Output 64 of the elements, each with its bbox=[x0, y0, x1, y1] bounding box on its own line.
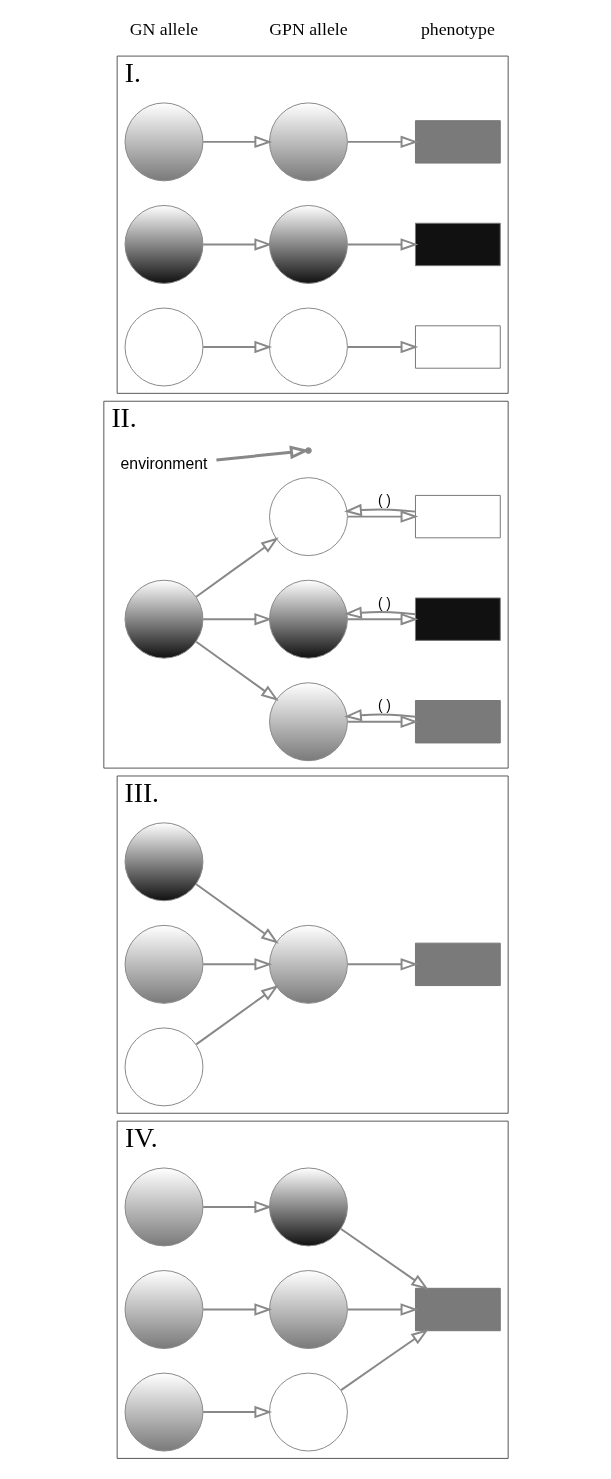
arrow bbox=[339, 1227, 429, 1290]
node-box bbox=[414, 494, 501, 539]
arrow bbox=[343, 503, 416, 517]
arrow bbox=[346, 135, 418, 149]
node-circle bbox=[124, 1372, 203, 1452]
arrow bbox=[201, 1200, 272, 1214]
node-circle bbox=[268, 579, 348, 659]
arrow bbox=[201, 135, 272, 149]
arrow bbox=[339, 1329, 429, 1392]
node-box bbox=[414, 1287, 501, 1332]
node-circle bbox=[124, 307, 203, 387]
arrow bbox=[201, 1405, 272, 1419]
edge-label: ( ) bbox=[377, 492, 391, 508]
arrow bbox=[201, 340, 272, 354]
node-circle bbox=[124, 1270, 203, 1349]
arrow bbox=[194, 985, 279, 1046]
node-circle bbox=[268, 682, 348, 762]
arrow bbox=[346, 958, 418, 971]
arrow bbox=[201, 612, 272, 626]
node-circle bbox=[268, 205, 348, 284]
node-circle bbox=[124, 579, 203, 659]
cluster: III. bbox=[116, 775, 509, 1114]
arrow bbox=[343, 606, 416, 619]
arrow bbox=[346, 715, 418, 728]
arrow bbox=[201, 958, 272, 971]
node-box bbox=[414, 120, 501, 164]
arrow bbox=[343, 708, 416, 722]
label: GPN allele bbox=[268, 18, 348, 39]
edge-label: ( ) bbox=[377, 595, 391, 611]
label: phenotype bbox=[420, 18, 495, 39]
node-box bbox=[414, 942, 501, 987]
label: GN allele bbox=[129, 18, 198, 39]
cluster: I. bbox=[116, 55, 509, 394]
cluster: IV. bbox=[116, 1120, 509, 1459]
arrow bbox=[194, 537, 279, 598]
node-circle bbox=[268, 477, 348, 557]
arrow bbox=[346, 612, 418, 626]
node-circle bbox=[268, 102, 348, 182]
node-circle bbox=[124, 205, 203, 284]
edge-label: ( ) bbox=[377, 698, 391, 714]
node-text: environment bbox=[120, 455, 207, 473]
node-circle bbox=[268, 1372, 348, 1452]
arrow bbox=[215, 445, 310, 462]
node-circle bbox=[268, 924, 348, 1004]
node-circle bbox=[268, 1167, 348, 1247]
node-box bbox=[414, 700, 501, 744]
node-circle bbox=[124, 1167, 203, 1247]
node-circle bbox=[124, 924, 203, 1004]
node-circle bbox=[268, 1270, 348, 1349]
node-box bbox=[414, 222, 501, 267]
arrow bbox=[346, 510, 418, 523]
arrow bbox=[194, 883, 279, 944]
node-box bbox=[414, 325, 501, 369]
arrow bbox=[201, 1303, 272, 1316]
arrow bbox=[346, 1303, 418, 1316]
node-circle bbox=[124, 102, 203, 182]
arrow bbox=[201, 238, 272, 251]
node-circle bbox=[124, 822, 203, 902]
node-circle bbox=[124, 1027, 203, 1107]
node-box bbox=[414, 597, 501, 641]
arrow bbox=[346, 238, 418, 251]
arrow bbox=[346, 340, 418, 354]
arrow bbox=[194, 640, 279, 702]
node-circle bbox=[268, 307, 348, 387]
